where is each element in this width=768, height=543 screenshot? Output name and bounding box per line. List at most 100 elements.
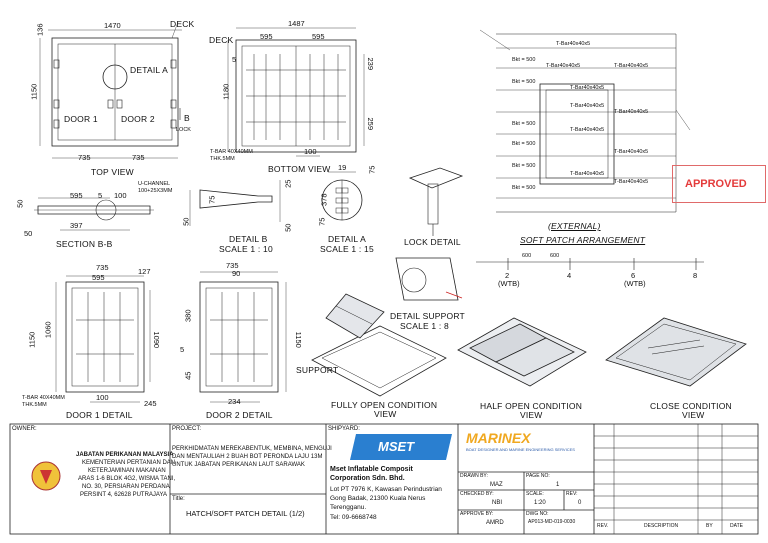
- owner-line3: ARAS 1-6 BLOK 4G2, WISMA TANI,: [78, 476, 176, 482]
- frame-4: 4: [567, 271, 572, 280]
- shipyard-tel: Tel: 09-6668748: [330, 514, 377, 521]
- scale-value: 1:20: [534, 500, 546, 506]
- dim-380: 380: [183, 309, 193, 323]
- support-label: SUPPORT: [296, 365, 339, 375]
- dim-136: 136: [35, 23, 45, 37]
- detail-b-scale: SCALE 1 : 10: [219, 244, 273, 254]
- spacing-2: 600: [550, 253, 560, 259]
- dim-735b: 735: [132, 153, 145, 162]
- arr-side-label: Bkt = 500: [512, 57, 536, 63]
- shipyard-name1: Mset Inflatable Composit: [330, 466, 413, 473]
- dim-245: 245: [144, 399, 157, 408]
- checked-by-label: CHECKED BY:: [460, 491, 494, 497]
- detail-b-outline: [199, 189, 273, 209]
- dim-378: 378: [319, 193, 329, 207]
- dim-5b: 5: [98, 191, 103, 200]
- arr-label: T-Bar40x40x5: [614, 109, 649, 115]
- dim-735c: 735: [96, 263, 109, 272]
- marinex-logo-text: MARINEX: [466, 430, 531, 446]
- dim-75c: 75: [207, 195, 217, 204]
- drawn-by-value: MAZ: [490, 482, 503, 488]
- top-view-lock-circle: [102, 64, 128, 90]
- bottom-view-outline: [235, 39, 357, 153]
- half-open-title: HALF OPEN CONDITION: [480, 401, 583, 411]
- approve-by-value: AMRD: [486, 520, 504, 526]
- dim-1470: 1470: [104, 21, 121, 30]
- dim-595c: 595: [70, 191, 83, 200]
- arr-label: T-Bar40x40x5: [614, 149, 649, 155]
- dim-1060: 1060: [43, 321, 53, 339]
- mset-logo-text: MSET: [378, 439, 415, 454]
- dim-735d: 735: [226, 261, 239, 270]
- arr-side-label: Bkt = 500: [512, 163, 536, 169]
- close-condition-frame: [605, 317, 747, 387]
- dim-1180: 1180: [221, 83, 231, 100]
- frame-6: 6: [631, 271, 636, 280]
- dim-397: 397: [70, 221, 83, 230]
- tbar-note-2: T-BAR 40X40MM: [22, 395, 65, 401]
- top-view-outline: [51, 37, 179, 147]
- dim-50d: 50: [283, 223, 293, 232]
- arrangement-border: [496, 33, 677, 213]
- arr-side-label: Bkt = 500: [512, 121, 536, 127]
- section-bb-outline: [37, 205, 151, 215]
- description-column-header: DESCRIPTION: [644, 523, 679, 529]
- soft-patch-title: SOFT PATCH ARRANGEMENT: [520, 235, 646, 245]
- arr-label: T-Bar40x40x5: [570, 127, 605, 133]
- close-condition-view: VIEW: [682, 410, 705, 420]
- thk-note: THK.5MM: [210, 156, 235, 162]
- fully-open-door: [325, 293, 385, 339]
- fully-open-title: FULLY OPEN CONDITION: [331, 400, 438, 410]
- dim-100: 100: [304, 147, 317, 156]
- arr-label: T-Bar40x40x5: [546, 63, 581, 69]
- lock-label: LOCK: [176, 127, 191, 133]
- dim-50c: 50: [181, 217, 191, 226]
- dim-100b: 100: [114, 191, 127, 200]
- project-line2: DAN MENTAULIAH 2 BUAH BOT PERONDA LAJU 1…: [172, 454, 323, 460]
- deck-label-top: DECK: [170, 19, 195, 29]
- owner-label: OWNER:: [12, 426, 37, 432]
- owner-name: JABATAN PERIKANAN MALAYSIA: [76, 452, 174, 458]
- scale-label: SCALE:: [526, 491, 544, 497]
- external-label: (EXTERNAL): [548, 221, 601, 231]
- dim-75a: 75: [367, 165, 377, 174]
- project-label: PROJECT:: [172, 426, 202, 432]
- dwg-no-value: AP013-MD-019-0030: [528, 519, 576, 525]
- door1-detail-title: DOOR 1 DETAIL: [66, 410, 133, 420]
- door2-detail-title: DOOR 2 DETAIL: [206, 410, 273, 420]
- dim-735a: 735: [78, 153, 91, 162]
- frame-2-wtb: (WTB): [498, 279, 520, 288]
- marinex-tagline: BOAT DESIGNER AND MARINE ENGINEERING SER…: [466, 447, 575, 452]
- drawn-by-label: DRAWN BY:: [460, 473, 488, 479]
- door2-label: DOOR 2: [121, 114, 155, 124]
- dim-100c: 100: [96, 393, 109, 402]
- close-condition-title: CLOSE CONDITION: [650, 401, 732, 411]
- approved-stamp: APPROVED: [672, 165, 766, 203]
- dim-45: 45: [183, 371, 193, 380]
- shipyard-name2: Corporation Sdn. Bhd.: [330, 475, 405, 482]
- arr-label: T-Bar40x40x5: [570, 85, 605, 91]
- detail-support-outline: [395, 257, 459, 301]
- rev-column-header: REV.: [597, 523, 609, 529]
- fully-open-frame: [311, 325, 447, 397]
- rev-value: 0: [578, 500, 582, 506]
- lock-detail-title: LOCK DETAIL: [404, 237, 461, 247]
- dwg-no-label: DWG NO:: [526, 511, 549, 517]
- owner-line5: PERSINT 4, 62628 PUTRAJAYA: [80, 492, 168, 498]
- uchannel-size: 100+25X3MM: [138, 188, 173, 194]
- dim-1090: 1090: [152, 331, 162, 349]
- lock-body: [408, 167, 464, 189]
- dim-595a: 595: [260, 32, 273, 41]
- arr-side-label: Bkt = 500: [512, 79, 536, 85]
- dim-19: 19: [338, 163, 347, 172]
- fully-open-view: VIEW: [374, 409, 397, 419]
- uchannel-label: U-CHANNEL: [138, 181, 171, 187]
- arr-label: T-Bar40x40x5: [614, 63, 649, 69]
- frame-2: 2: [505, 271, 510, 280]
- soft-patch-opening: [539, 83, 615, 185]
- bottom-view-title: BOTTOM VIEW: [268, 164, 331, 174]
- top-view-title: TOP VIEW: [91, 167, 134, 177]
- section-bb-title: SECTION B-B: [56, 239, 113, 249]
- detail-a-scale: SCALE 1 : 15: [320, 244, 374, 254]
- b-marker-label: B: [184, 113, 190, 123]
